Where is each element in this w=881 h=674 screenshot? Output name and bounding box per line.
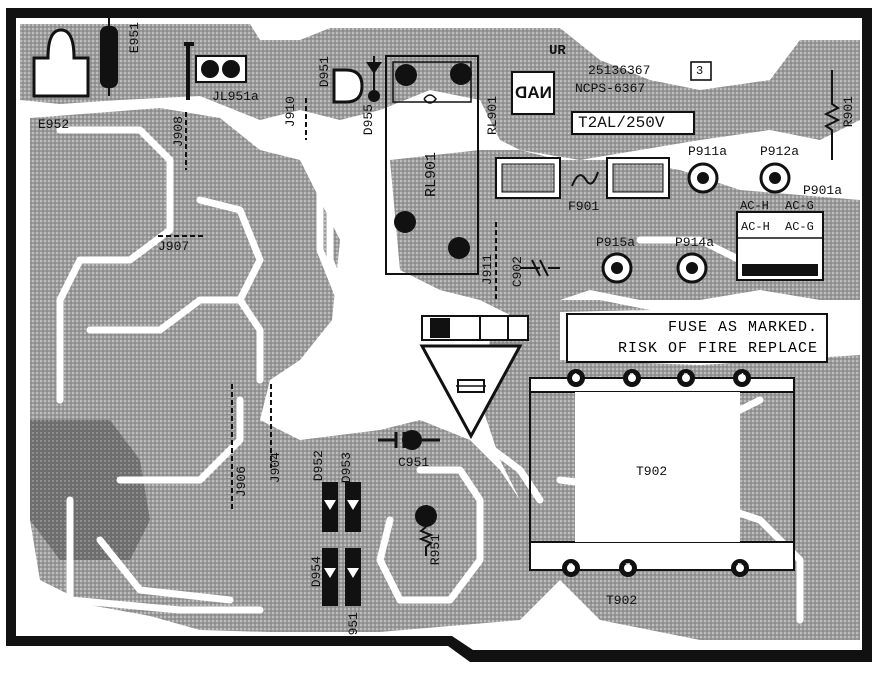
relay-pad-3	[394, 211, 416, 233]
label-ac-g-outer: AC-G	[785, 199, 814, 213]
label-t902-bottom: T902	[606, 593, 638, 608]
label-ac-h-outer: AC-H	[740, 199, 769, 213]
revision-box	[690, 61, 712, 81]
pin-label-5: 5	[737, 562, 743, 572]
label-c951: C951	[398, 455, 430, 470]
fuse-rating-text: T2AL/250V	[578, 114, 665, 132]
label-ac-h-inner: AC-H	[741, 220, 770, 234]
relay-coil-mark	[423, 94, 437, 104]
label-r901: R901	[841, 96, 856, 128]
warning-line-2: RISK OF FIRE REPLACE	[617, 340, 818, 357]
fuse-f901-right-inner	[612, 163, 664, 193]
label-j910: J910	[283, 96, 298, 128]
resistor-r951-pad	[415, 505, 437, 527]
label-d952: D952	[311, 450, 326, 482]
pin-label-1: 1	[573, 372, 579, 382]
label-d951-bottom: D951	[346, 612, 361, 644]
ac-connector-strip	[742, 264, 818, 276]
label-p915a: P915a	[596, 235, 636, 250]
board-revision: 3	[696, 64, 704, 78]
fuse-warning-box: FUSE AS MARKED. RISK OF FIRE REPLACE	[566, 313, 828, 363]
label-f901: F901	[568, 199, 600, 214]
label-r951: R951	[428, 534, 443, 566]
label-j907: J907	[158, 239, 190, 254]
relay-pad-4	[448, 237, 470, 259]
fuse-rating-box	[571, 111, 695, 135]
resistor-r901-symbol	[823, 70, 841, 160]
fuse-symbol	[571, 171, 599, 187]
label-d955: D955	[361, 104, 376, 136]
label-t902-top: T902	[636, 464, 668, 479]
brand-logo-nad: NAD	[515, 83, 552, 102]
copper-pour-bottom-left	[30, 420, 150, 560]
board-part-number: 25136367	[588, 63, 651, 78]
label-j911: J911	[480, 254, 495, 286]
cert-mark-ur: UR	[549, 43, 566, 59]
relay-pad-2	[450, 63, 472, 85]
label-d954: D954	[309, 556, 324, 588]
capacitor-c902-symbol	[520, 259, 560, 277]
label-j906: J906	[234, 466, 249, 498]
pin-label-3: 3	[683, 372, 689, 382]
label-p912a: P912a	[760, 144, 800, 159]
resistor-r951-symbol	[418, 526, 434, 556]
label-e951: E951	[127, 22, 142, 54]
relay-rl901-outline	[385, 55, 479, 275]
label-d951-top: D951	[317, 56, 332, 88]
label-d953: D953	[339, 452, 354, 484]
label-j904: J904	[268, 452, 283, 484]
terminal-pads	[601, 162, 791, 284]
warning-line-1: FUSE AS MARKED.	[667, 319, 818, 336]
pin-label-7: 7	[625, 562, 631, 572]
label-rl901-side: RL901	[485, 96, 500, 136]
transformer-pins	[562, 369, 751, 577]
label-jl951a: JL951a	[212, 89, 259, 104]
fuse-f901-left-inner	[501, 163, 555, 193]
label-ac-g-inner: AC-G	[785, 220, 814, 234]
label-j908: J908	[171, 116, 186, 148]
label-p901a: P901a	[803, 183, 843, 198]
label-p911a: P911a	[688, 144, 728, 159]
label-c902: C902	[510, 256, 525, 288]
relay-pad-1	[395, 64, 417, 86]
bracket-e952	[32, 28, 90, 98]
diode-stack	[322, 482, 361, 606]
brand-logo-box	[511, 71, 555, 115]
label-e952: E952	[38, 117, 70, 132]
board-model-number: NCPS-6367	[575, 81, 646, 96]
diode-d951-top	[332, 68, 364, 104]
pin-label-4: 4	[739, 372, 745, 382]
label-rl901-body: RL901	[423, 152, 440, 198]
pin-label-2: 2	[629, 372, 635, 382]
jumper-lines	[158, 98, 497, 510]
label-p914a: P914a	[675, 235, 715, 250]
pin-label-8: 8	[568, 562, 574, 572]
